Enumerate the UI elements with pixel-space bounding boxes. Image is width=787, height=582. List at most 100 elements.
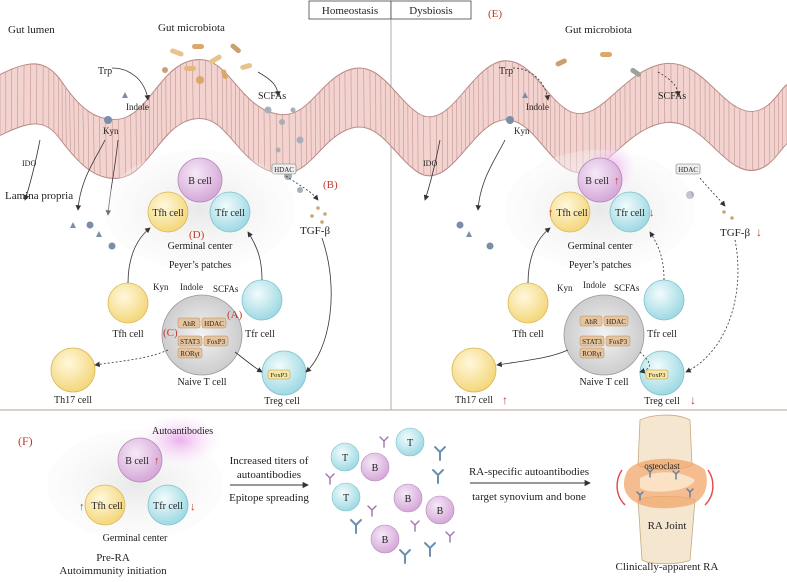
tfr-cell-lower-label: Tfr cell	[245, 329, 275, 340]
tgf-beta-label: TGF-β	[300, 225, 330, 237]
kyn2-label: Kyn	[153, 282, 169, 292]
hdac-right-label: HDAC	[678, 166, 698, 174]
bacteria-cluster	[162, 43, 253, 84]
ra-joint-illustration	[616, 414, 714, 565]
trp-right-label: Trp	[499, 66, 513, 77]
ra-specific-label: RA-specific autoantibodies	[469, 466, 589, 478]
tfr-cell-right-label: Tfr cell	[615, 208, 645, 219]
tgf-dots	[310, 206, 327, 224]
th17-right-label: Th17 cell	[455, 395, 493, 406]
b-cell-bottom-label: B cell	[125, 456, 149, 467]
epithelial-cell-border	[124, 118, 126, 177]
foxp3-label: FoxP3	[207, 338, 226, 346]
b-cell-2: B	[405, 494, 412, 505]
tfh-cell-right-label: Tfh cell	[556, 208, 588, 219]
b-cell-label: B cell	[188, 176, 212, 187]
b-cell-bottom-up: ↑	[154, 455, 160, 467]
panel-f-label: (F)	[18, 434, 33, 448]
target-label: target synovium and bone	[472, 491, 586, 503]
tfr-bottom-down: ↓	[190, 501, 196, 513]
homeostasis-label: Homeostasis	[322, 5, 378, 17]
panel-d-label: (D)	[189, 229, 205, 241]
th17-cell-right	[451, 347, 497, 393]
b-cell-right-label: B cell	[585, 176, 609, 187]
kyn-label: Kyn	[103, 126, 119, 136]
treg-right-label: Treg cell	[644, 396, 680, 407]
treg-label: Treg cell	[264, 396, 300, 407]
th17-cell	[50, 347, 96, 393]
germinal-center-bottom-label: Germinal center	[103, 533, 168, 544]
naive-t-cell-right	[563, 294, 645, 376]
dysbiosis-label: Dysbiosis	[409, 5, 452, 17]
ahr-label: AhR	[182, 320, 196, 328]
epithelial-cell-border	[82, 107, 85, 166]
tfr-cell-lower-right	[643, 279, 685, 321]
autoimmunity-label: Autoimmunity initiation	[59, 565, 167, 577]
tfr-cell-lower-right-label: Tfr cell	[647, 329, 677, 340]
tfh-cell-lower-label: Tfh cell	[112, 329, 144, 340]
right-panel: (E) Gut microbiota Trp Indole Kyn SCFAs …	[423, 8, 762, 407]
trp-label: Trp	[98, 66, 112, 77]
epitope-label: Epitope spreading	[229, 492, 309, 504]
tfr-down-arrow: ↓	[649, 207, 655, 219]
scfas-right-label: SCFAs	[658, 91, 686, 102]
foxp3-right-label: FoxP3	[609, 338, 628, 346]
gut-microbiota-label: Gut microbiota	[158, 22, 225, 34]
clinical-ra-label: Clinically-apparent RA	[616, 561, 719, 573]
th17-up-arrow: ↑	[502, 393, 508, 407]
hdac2-right-label: HDAC	[606, 318, 626, 326]
foxp3-badge: FoxP3	[271, 372, 288, 379]
autoantibodies-label: Autoantibodies	[152, 426, 213, 437]
stat3-label: STAT3	[180, 338, 200, 346]
epithelial-cell-border	[198, 60, 200, 119]
tfh-cell-label: Tfh cell	[152, 208, 184, 219]
increased-line1: Increased titers of	[230, 455, 309, 467]
bottom-panel: (F) Autoantibodies B cell ↑ Tfh cell ↑ T…	[18, 414, 719, 577]
tfr-cell-right	[609, 191, 651, 233]
epithelium	[0, 58, 787, 180]
panel-c-label: (C)	[163, 327, 178, 339]
foxp3-badge-right: FoxP3	[649, 372, 666, 379]
indole2-label: Indole	[180, 282, 203, 292]
tgf-down-arrow: ↓	[756, 225, 762, 239]
pre-ra-label: Pre-RA	[96, 552, 130, 564]
kyn-dot-icon	[104, 116, 112, 124]
tgf-beta-right-label: TGF-β	[720, 227, 750, 239]
panel-b-label: (B)	[323, 179, 338, 191]
ror-right-label: RORγt	[582, 350, 601, 358]
b-cell-bottom	[117, 437, 163, 483]
left-panel: Gut lumen Gut microbiota Trp Indole Kyn …	[5, 22, 338, 407]
b-cell-right	[577, 157, 623, 203]
epithelial-cell-border	[118, 119, 120, 178]
b-cell-1: B	[372, 463, 379, 474]
b-cell-3: B	[437, 506, 444, 517]
ido-label: IDO	[22, 159, 36, 168]
germinal-center-label: Germinal center	[168, 241, 233, 252]
t-cell-2: T	[407, 438, 413, 449]
indole-right-label: Indole	[526, 102, 549, 112]
tfr-bottom-label: Tfr cell	[153, 501, 183, 512]
indole-label: Indole	[126, 102, 149, 112]
tfh-cell	[147, 191, 189, 233]
epithelial-cell-border	[87, 111, 90, 170]
immune-cluster: T T T B B B B	[325, 427, 455, 564]
t-cell-1: T	[342, 453, 348, 464]
panel-a-label: (A)	[227, 309, 243, 321]
gut-lumen-label: Gut lumen	[8, 24, 55, 36]
osteoclast-label: osteoclast	[644, 461, 680, 471]
germinal-center-region-right	[505, 150, 695, 270]
stat3-right-label: STAT3	[582, 338, 602, 346]
kyn-right-label: Kyn	[514, 126, 530, 136]
tfr-cell-bottom	[147, 484, 189, 526]
peyers-patches-right-label: Peyer’s patches	[569, 260, 631, 271]
tfr-cell-lower	[241, 279, 283, 321]
header-tabs: Homeostasis Dysbiosis	[308, 0, 472, 20]
epithelial-cell-border	[93, 114, 95, 173]
b-cell-4: B	[382, 535, 389, 546]
tfh-cell-right	[549, 191, 591, 233]
kyn2-right-label: Kyn	[557, 283, 573, 293]
naive-t-label: Naive T cell	[177, 377, 226, 388]
tfr-cell-label: Tfr cell	[215, 208, 245, 219]
indole-triangle-icon	[122, 92, 128, 98]
